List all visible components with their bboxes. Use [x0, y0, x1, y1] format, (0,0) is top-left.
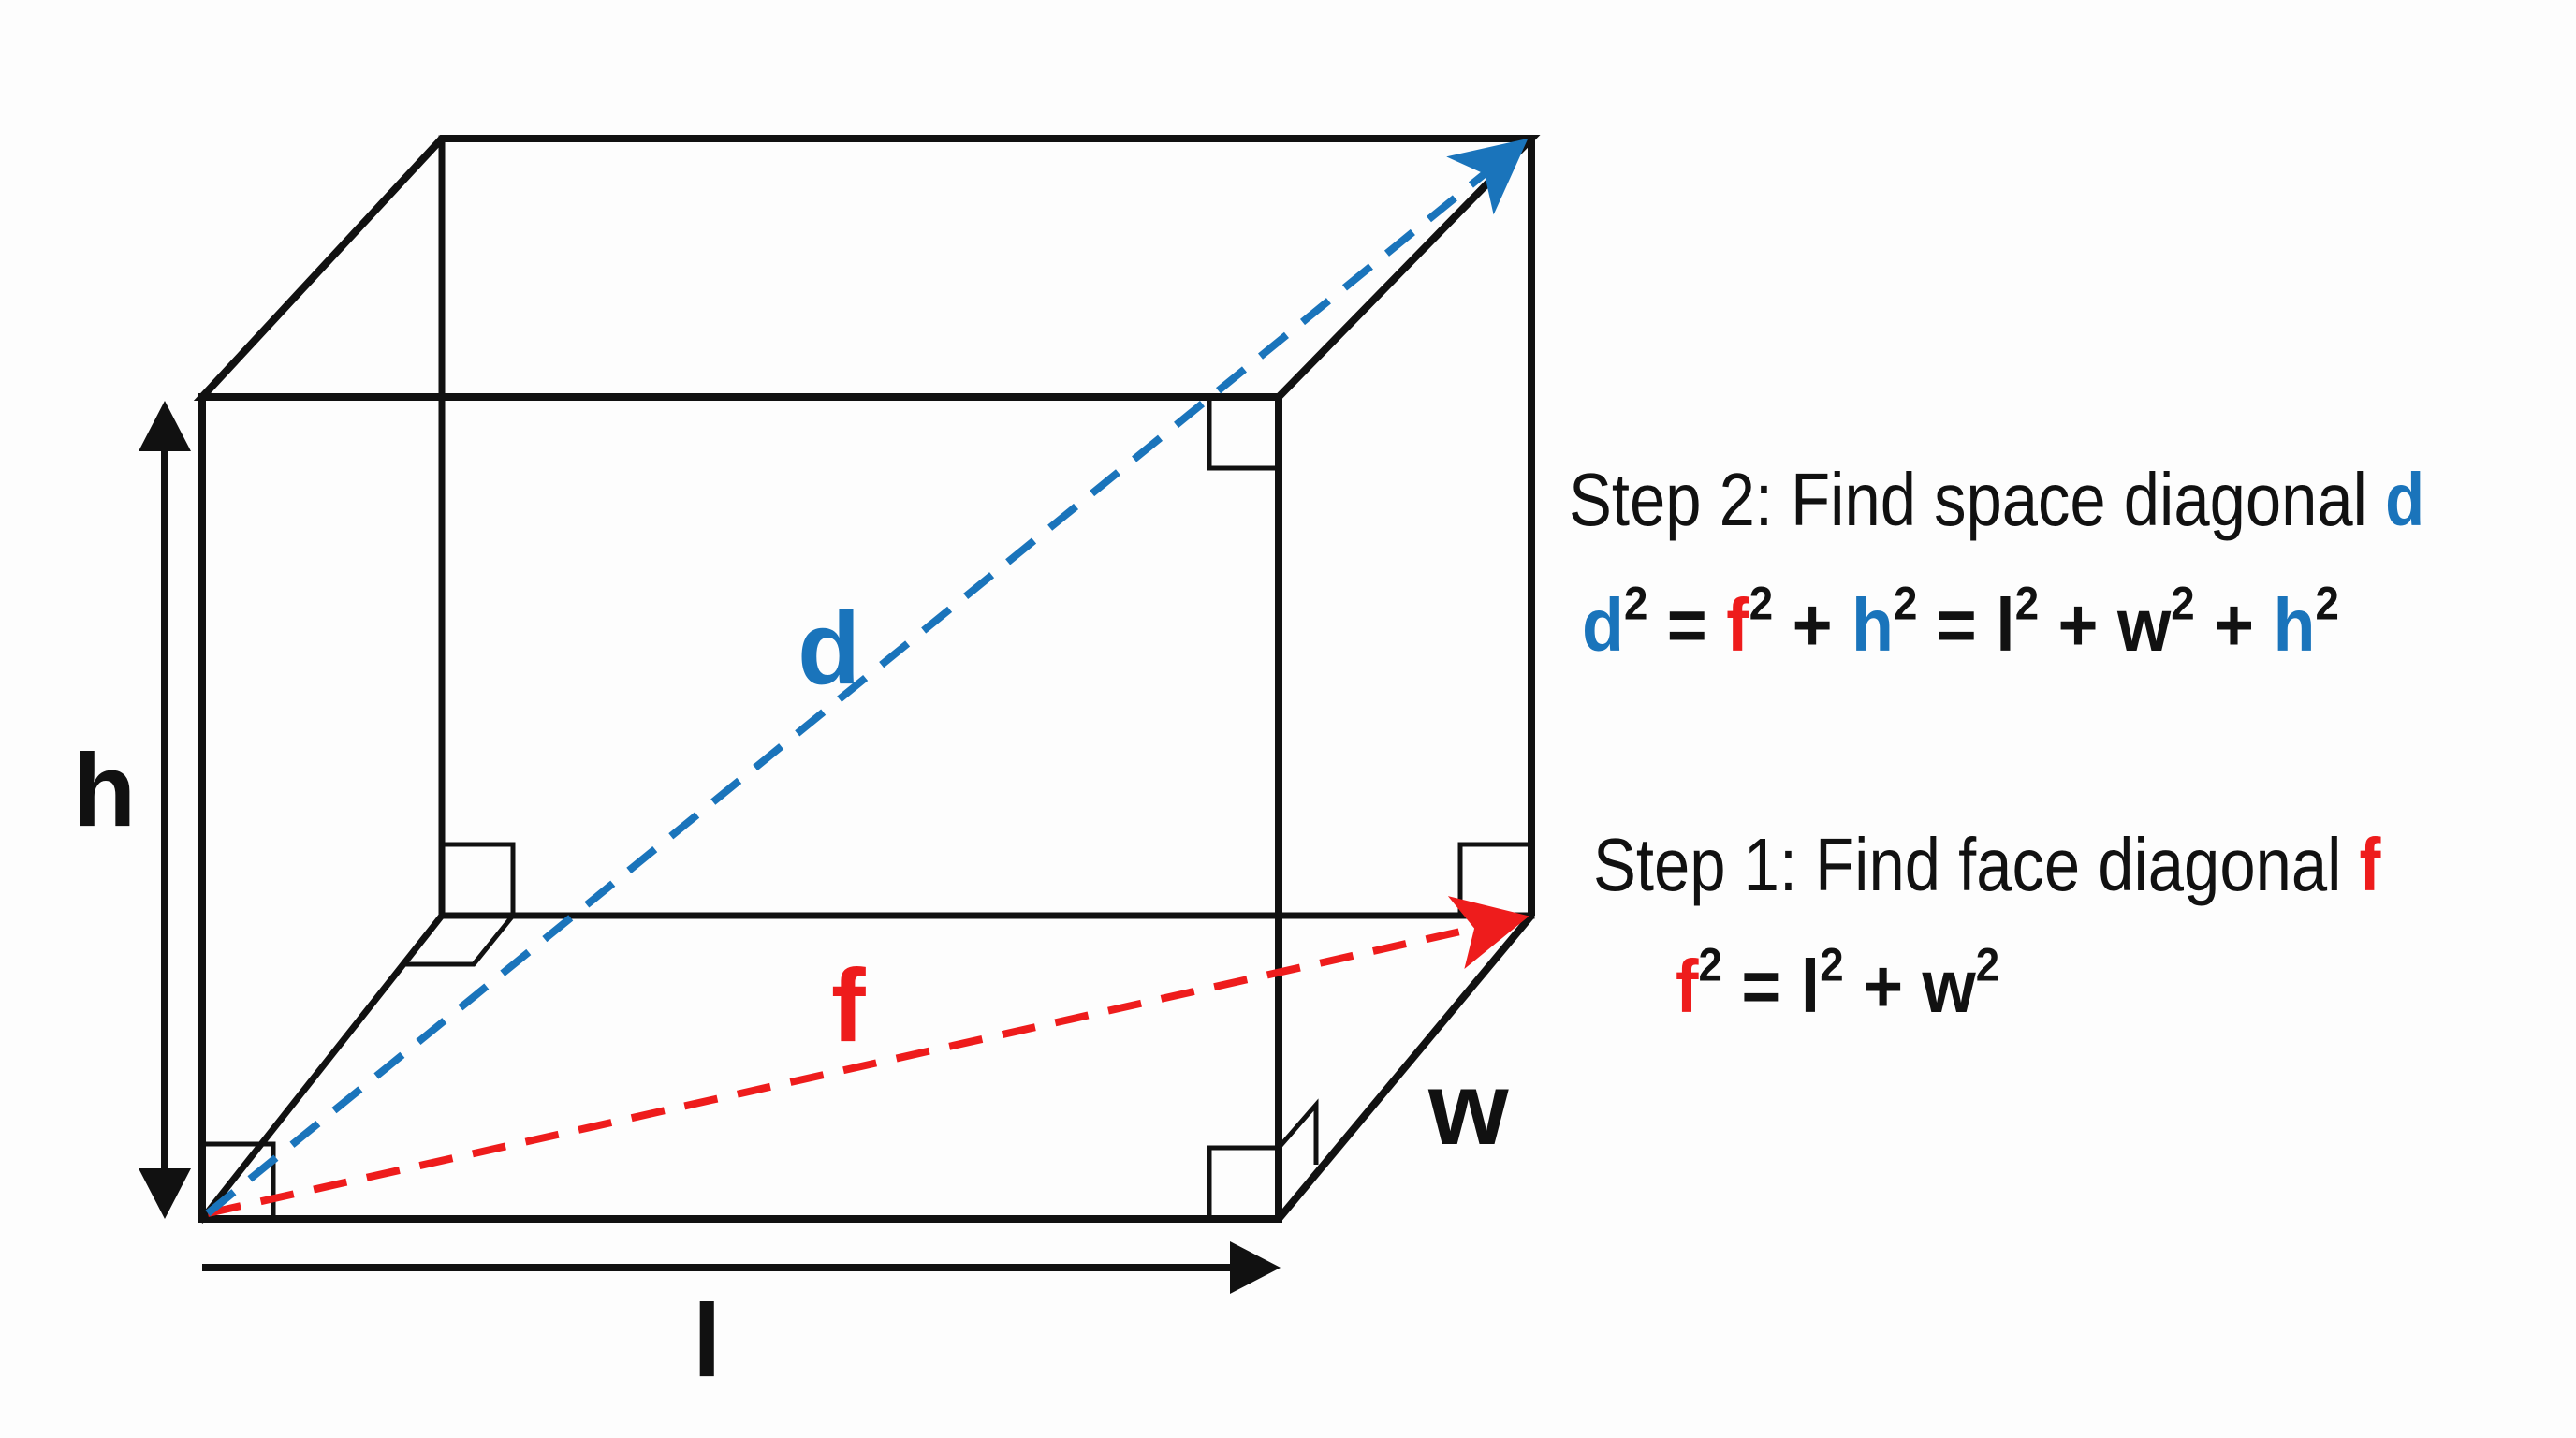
- step2-title-var: d: [2385, 458, 2425, 541]
- space-diagonal-line: [205, 138, 1529, 1217]
- exp: 2: [1749, 577, 1774, 630]
- exp: 2: [2315, 577, 2339, 630]
- eq-l: l: [1800, 945, 1821, 1028]
- eq-f: f: [1676, 945, 1699, 1028]
- exp: 2: [1893, 577, 1918, 630]
- eq-w: w: [1922, 945, 1976, 1028]
- front-edges: [193, 135, 1541, 1223]
- plus-sign: +: [2039, 583, 2117, 667]
- length-label: l: [693, 1284, 722, 1399]
- exp: 2: [1820, 938, 1844, 991]
- length-dimension-arrow: [202, 1241, 1281, 1294]
- eq-h: h: [1852, 583, 1894, 667]
- height-label: h: [73, 733, 137, 848]
- exp: 2: [2171, 577, 2195, 630]
- eq-sign: =: [1917, 583, 1997, 667]
- height-dimension-arrow: [139, 401, 191, 1219]
- eq-l: l: [1996, 583, 2015, 667]
- plus-sign: +: [2194, 583, 2274, 667]
- eq-sign: =: [1647, 583, 1727, 667]
- eq-sign: =: [1721, 945, 1801, 1028]
- step2-equation: d2 = f2 + h2 = l2 + w2 + h2: [1582, 580, 2339, 663]
- face-diagonal-label: f: [831, 948, 866, 1064]
- eq-f: f: [1726, 583, 1749, 667]
- eq-h: h: [2273, 583, 2316, 667]
- back-edges: [198, 135, 1535, 1224]
- exp: 2: [1623, 577, 1648, 630]
- plus-sign: +: [1773, 583, 1852, 667]
- step1-title-text: Step 1: Find face diagonal: [1593, 823, 2360, 906]
- step2-title: Step 2: Find space diagonal d: [1569, 462, 2424, 537]
- step1-title-var: f: [2359, 823, 2381, 906]
- step1-title: Step 1: Find face diagonal f: [1593, 828, 2380, 902]
- right-angle-markers: [202, 397, 1531, 1219]
- exp: 2: [1698, 938, 1722, 991]
- eq-w: w: [2116, 583, 2172, 667]
- space-diagonal-label: d: [798, 591, 861, 706]
- step2-title-text: Step 2: Find space diagonal: [1569, 458, 2386, 541]
- plus-sign: +: [1843, 945, 1923, 1028]
- exp: 2: [2014, 577, 2040, 630]
- width-label: w: [1428, 1051, 1509, 1167]
- exp: 2: [1975, 938, 2000, 991]
- step1-equation: f2 = l2 + w2: [1676, 941, 1999, 1024]
- eq-d: d: [1582, 583, 1624, 667]
- face-diagonal-line: [207, 896, 1530, 1217]
